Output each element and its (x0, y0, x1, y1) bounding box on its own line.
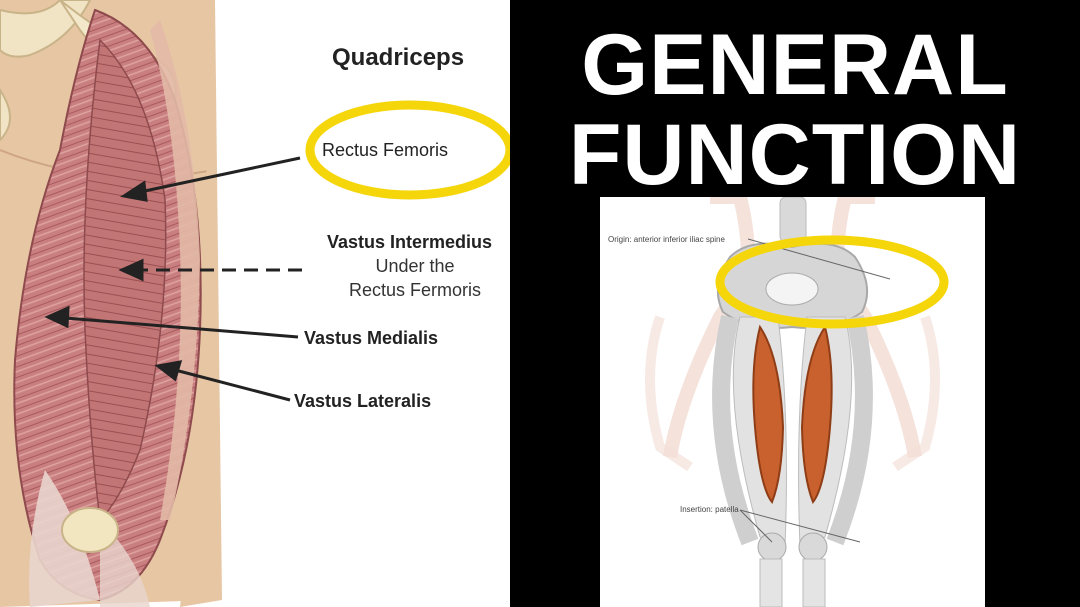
label-vastus-medialis: Vastus Medialis (304, 328, 439, 348)
legs-illustration (645, 197, 940, 607)
vastus-medialis-arrow (64, 316, 299, 339)
diagram-title: Quadriceps (332, 44, 465, 71)
rectus-femoris-left (752, 324, 785, 504)
vastus-lateralis-arrow (174, 368, 291, 402)
heading-line-1: GENERAL (581, 17, 1009, 113)
label-rectus-femoris: Rectus Femoris (322, 140, 449, 160)
rectus-femoris-arrow (139, 156, 301, 194)
quadriceps-diagram-panel: Quadriceps Rectus Femoris Vastus Interme… (0, 0, 510, 607)
thigh-illustration (0, 0, 222, 607)
patella-bone (61, 507, 119, 553)
rectus-femoris-right (800, 324, 833, 504)
anatomy-figure: Origin: anterior inferior iliac spine In… (600, 197, 985, 607)
label-vastus-intermedius: Vastus Intermedius (327, 232, 493, 252)
origin-label: Origin: anterior inferior iliac spine (608, 235, 725, 244)
label-vastus-lateralis: Vastus Lateralis (294, 391, 432, 411)
pelvis-bone (0, 0, 92, 58)
label-vastus-intermedius-note-2: Rectus Fermoris (348, 280, 482, 300)
insertion-label: Insertion: patella (680, 505, 739, 514)
label-vastus-intermedius-note-1: Under the (375, 256, 455, 276)
rectus-femoris-highlight (305, 100, 510, 200)
general-function-panel: GENERAL FUNCTION (510, 0, 1080, 607)
origin-highlight (715, 235, 949, 329)
annotation-overlay (44, 100, 510, 402)
origin-highlight-overlay (715, 235, 949, 329)
heading-line-2: FUNCTION (568, 107, 1022, 203)
